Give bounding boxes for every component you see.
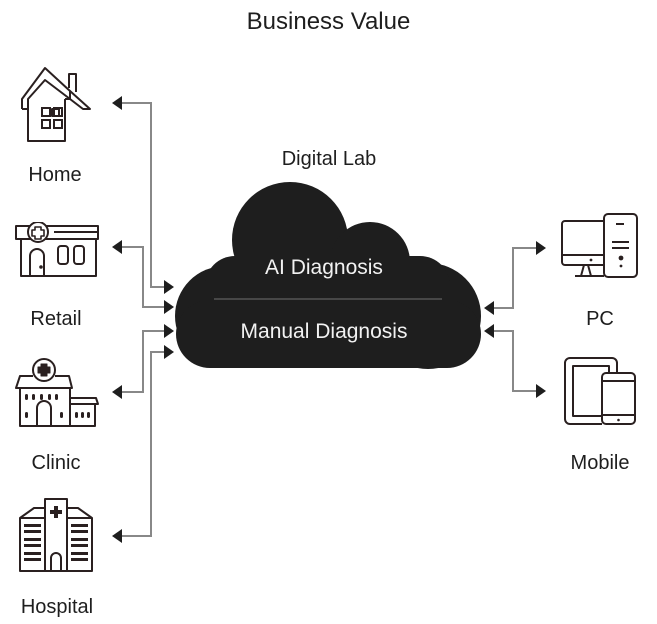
arrowhead-mobile xyxy=(536,384,546,398)
desktop-computer-icon xyxy=(561,213,638,278)
connector-retail xyxy=(122,246,168,308)
arrowhead-home xyxy=(112,96,122,110)
arrowhead-retail xyxy=(112,240,122,254)
cloud-item-ai-diagnosis: AI Diagnosis xyxy=(265,256,383,279)
house-windows-icon xyxy=(41,107,63,129)
arrowhead-cloud-clinic xyxy=(164,324,174,338)
node-label-mobile: Mobile xyxy=(570,452,630,474)
node-label-hospital: Hospital xyxy=(20,596,94,618)
arrowhead-cloud-retail xyxy=(164,300,174,314)
connector-home xyxy=(122,102,168,288)
arrowhead-cloud-hospital xyxy=(164,345,174,359)
arrowhead-cloud-mobile xyxy=(484,324,494,338)
connector-clinic xyxy=(122,330,168,393)
diagram-title: Business Value xyxy=(246,8,411,35)
arrowhead-cloud-pc xyxy=(484,301,494,315)
node-label-clinic: Clinic xyxy=(31,452,81,474)
node-label-home: Home xyxy=(28,164,82,186)
arrowhead-clinic xyxy=(112,385,122,399)
arrowhead-pc xyxy=(536,241,546,255)
node-label-retail: Retail xyxy=(30,308,82,330)
hospital-building-icon xyxy=(19,498,93,572)
tablet-phone-icon xyxy=(564,357,636,425)
node-label-pc: PC xyxy=(586,308,614,330)
arrowhead-hospital xyxy=(112,529,122,543)
cloud-shape xyxy=(175,182,481,369)
cloud-item-manual-diagnosis: Manual Diagnosis xyxy=(240,320,408,343)
connector-mobile xyxy=(492,330,536,392)
clinic-building-icon xyxy=(15,358,99,427)
connector-hospital xyxy=(122,351,168,537)
house-icon xyxy=(21,67,91,142)
cloud-label: Digital Lab xyxy=(281,148,377,170)
storefront-icon xyxy=(15,222,99,277)
arrowhead-cloud-home xyxy=(164,280,174,294)
connector-pc xyxy=(492,247,536,309)
